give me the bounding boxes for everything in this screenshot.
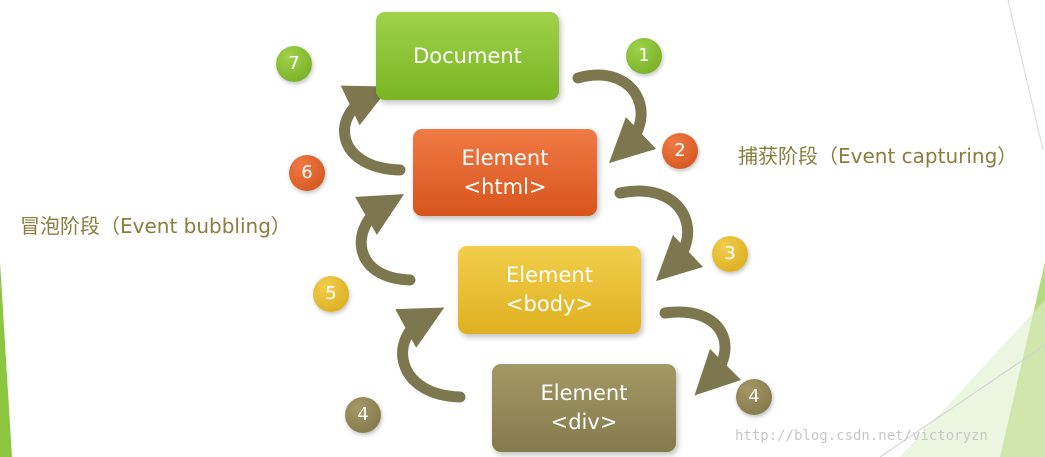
- watermark-url: http://blog.csdn.net/victoryzn: [735, 428, 988, 444]
- bubble-arrow-3: [339, 85, 406, 176]
- bubble-arrow-1: [395, 307, 466, 403]
- capture-arrow-2: [614, 185, 704, 282]
- left-green-stripe: [0, 262, 12, 457]
- body-element-node: Element <body>: [458, 246, 641, 334]
- bubble-arrow-2: [354, 194, 416, 286]
- html-node-tag: <html>: [463, 174, 547, 199]
- step-badge-4-capture: 4: [736, 379, 772, 415]
- step-badge-4-bubble: 4: [345, 397, 381, 433]
- capturing-phase-label: 捕获阶段（Event capturing）: [738, 144, 1018, 168]
- body-node-label: Element: [506, 263, 593, 287]
- step-badge-1: 1: [626, 38, 662, 74]
- capture-arrow-1: [572, 69, 657, 164]
- right-pale-wedge: [900, 300, 1045, 457]
- bubbling-phase-label: 冒泡阶段（Event bubbling）: [20, 214, 291, 238]
- top-right-decor-line: [1007, 0, 1044, 151]
- capture-arrow-3: [659, 306, 742, 396]
- body-node-tag: <body>: [505, 292, 594, 316]
- div-node-tag: <div>: [550, 410, 618, 434]
- div-node-label: Element: [540, 381, 628, 405]
- document-node-label: Document: [413, 43, 522, 68]
- step-badge-6: 6: [289, 155, 325, 191]
- step-badge-5: 5: [313, 276, 349, 312]
- document-node: Document: [376, 12, 559, 100]
- bottom-right-decor-line: [879, 344, 1045, 457]
- step-badge-2: 2: [662, 133, 698, 169]
- step-badge-3: 3: [712, 236, 748, 272]
- html-node-label: Element: [461, 145, 549, 170]
- html-element-node: Element <html>: [413, 129, 597, 216]
- div-element-node: Element <div>: [492, 364, 676, 452]
- step-badge-7: 7: [276, 46, 312, 82]
